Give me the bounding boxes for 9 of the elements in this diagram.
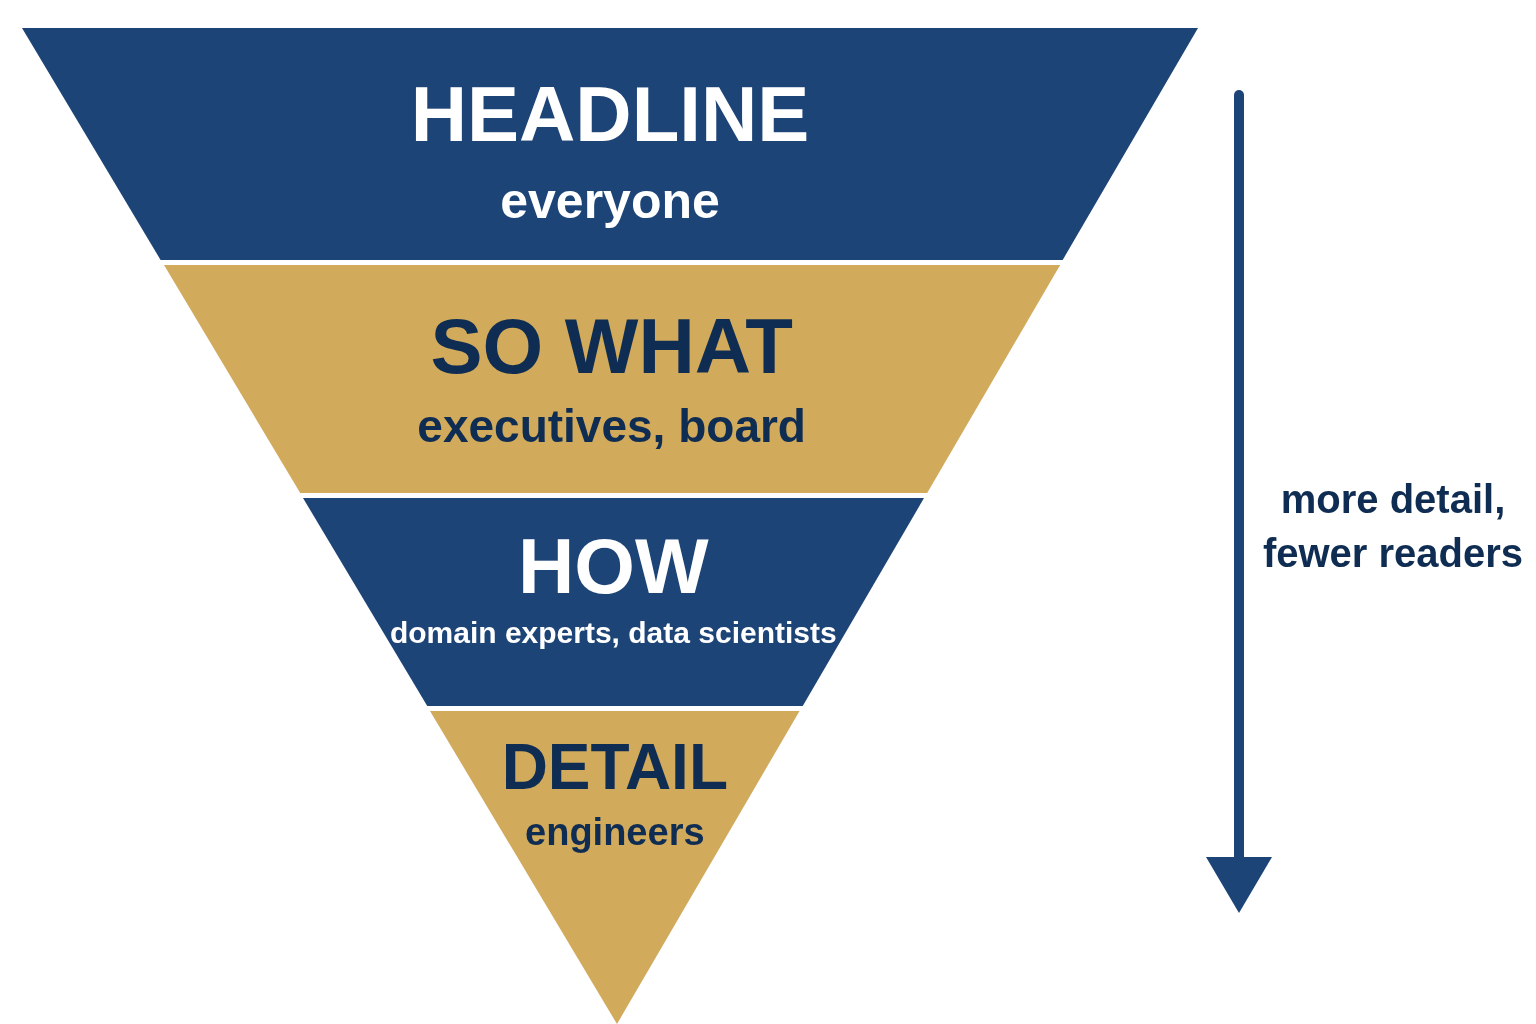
audience-text: everyone [500,175,720,226]
level-heading: SO WHAT [430,307,793,386]
level-heading: HOW [517,527,709,606]
level-heading: HEADLINE [410,75,810,154]
side-note: more detail, fewer readers [1262,476,1524,577]
audience-text: executives, board [417,402,806,449]
audience-text: engineers [525,813,705,852]
audience-text: domain experts, data scientists [389,617,837,648]
level-heading: DETAIL [501,734,728,799]
